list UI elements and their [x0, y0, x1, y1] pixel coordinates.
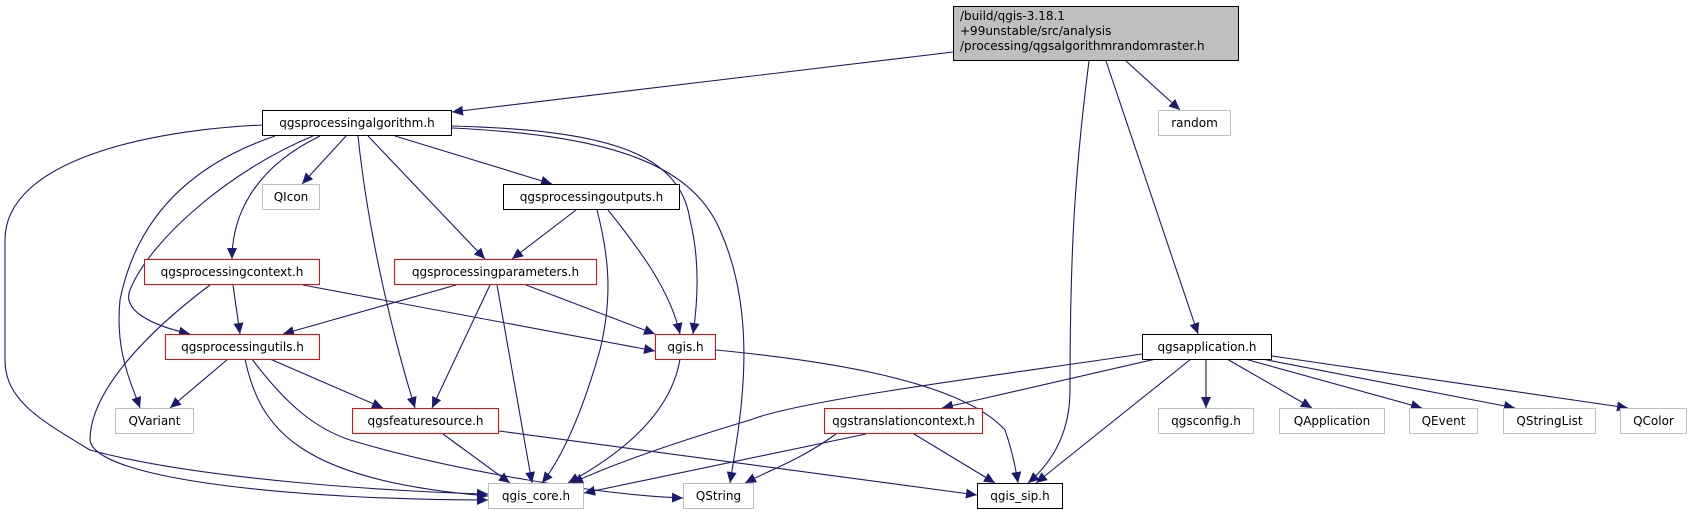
- node-qgis-core[interactable]: qgis_core.h: [488, 483, 584, 509]
- node-label: qgis.h: [667, 340, 704, 354]
- node-random[interactable]: random: [1158, 110, 1231, 136]
- edge-parameters-to-qgis-core: [496, 284, 536, 484]
- edge-application-to-qapplication: [1226, 358, 1313, 409]
- node-qgsconfig[interactable]: qgsconfig.h: [1158, 408, 1254, 434]
- edge-algorithm-to-qicon: [301, 135, 347, 185]
- node-label: QVariant: [128, 414, 181, 428]
- node-label: qgstranslationcontext.h: [832, 414, 975, 428]
- edge-translation-to-qgis-sip: [913, 433, 996, 484]
- edge-context-to-qgis-core: [89, 284, 489, 505]
- node-label: random: [1171, 116, 1218, 130]
- node-qstring[interactable]: QString: [683, 483, 754, 509]
- edge-root-to-random: [1125, 60, 1181, 111]
- node-translation[interactable]: qgstranslationcontext.h: [824, 408, 983, 434]
- edge-algorithm-to-parameters: [367, 135, 486, 260]
- node-label: qgsfeaturesource.h: [367, 414, 484, 428]
- edge-application-to-qcolor: [1271, 355, 1629, 412]
- node-label: QIcon: [273, 190, 309, 204]
- edge-utils-to-qvariant: [169, 358, 229, 409]
- node-label: QString: [695, 489, 742, 503]
- node-qgis-sip[interactable]: qgis_sip.h: [977, 483, 1063, 509]
- node-qgis[interactable]: qgis.h: [655, 334, 716, 360]
- edge-algorithm-to-qvariant: [118, 135, 276, 409]
- edge-utils-to-qgis-core: [244, 358, 489, 501]
- edge-outputs-to-parameters: [511, 209, 577, 260]
- node-qicon[interactable]: QIcon: [262, 184, 320, 210]
- node-label: QStringList: [1516, 414, 1583, 428]
- edge-algorithm-to-featuresource: [357, 135, 417, 409]
- node-context[interactable]: qgsprocessingcontext.h: [144, 259, 320, 285]
- edge-context-to-utils: [232, 284, 244, 335]
- edge-application-to-qevent: [1244, 358, 1423, 410]
- edge-utils-to-qstring: [251, 358, 684, 503]
- edge-qgis-to-qgis-sip: [715, 349, 1022, 484]
- root-path-line-1: /build/qgis-3.18.1: [960, 9, 1065, 23]
- node-label: qgsprocessingoutputs.h: [519, 190, 664, 204]
- edge-root-to-qgis-sip: [1027, 60, 1090, 484]
- node-qvariant[interactable]: QVariant: [115, 408, 194, 434]
- node-qcolor[interactable]: QColor: [1620, 408, 1687, 434]
- node-algorithm[interactable]: qgsprocessingalgorithm.h: [262, 110, 452, 136]
- edge-context-to-qgis: [302, 284, 656, 354]
- edge-qgis-to-qgis-core: [567, 358, 681, 484]
- root-path-line-2: +99unstable/src/analysis: [960, 24, 1112, 38]
- edge-algorithm-to-qstring: [451, 127, 745, 484]
- node-label: qgsconfig.h: [1171, 414, 1241, 428]
- node-qapplication[interactable]: QApplication: [1279, 408, 1385, 434]
- node-label: qgis_sip.h: [990, 489, 1050, 503]
- node-parameters[interactable]: qgsprocessingparameters.h: [394, 259, 597, 285]
- edge-algorithm-to-utils: [128, 135, 314, 337]
- edge-application-to-qgis-core: [571, 353, 1143, 484]
- node-label: QApplication: [1293, 414, 1371, 428]
- edge-parameters-to-utils: [282, 284, 457, 336]
- edge-parameters-to-featuresource: [431, 284, 491, 409]
- edge-outputs-to-qgis-core: [541, 209, 609, 484]
- edge-application-to-qgis-sip: [1035, 358, 1192, 484]
- edge-featuresource-to-qgis-sip: [498, 430, 978, 499]
- edge-root-to-application: [1105, 60, 1200, 335]
- node-featuresource[interactable]: qgsfeaturesource.h: [352, 408, 499, 434]
- node-label: QEvent: [1421, 414, 1466, 428]
- edge-algorithm-to-qgis: [451, 125, 700, 335]
- edge-algorithm-to-context: [227, 135, 321, 260]
- root-path-line-3: /processing/qgsalgorithmrandomraster.h: [960, 39, 1205, 53]
- node-label: QColor: [1633, 414, 1674, 428]
- edge-outputs-to-qgis: [607, 209, 683, 335]
- edge-application-to-qstringlist: [1261, 358, 1516, 411]
- node-label: qgis_core.h: [501, 489, 571, 503]
- node-label: qgsprocessingutils.h: [181, 340, 304, 354]
- edge-translation-to-qgis-core: [583, 433, 867, 496]
- node-root-file[interactable]: /build/qgis-3.18.1 +99unstable/src/analy…: [953, 6, 1239, 61]
- edge-algorithm-to-qgis-core: [4, 124, 489, 499]
- edge-algorithm-to-outputs: [394, 135, 553, 186]
- node-qstringlist[interactable]: QStringList: [1503, 408, 1596, 434]
- edge-application-to-translation: [941, 358, 1157, 411]
- node-application[interactable]: qgsapplication.h: [1142, 334, 1272, 360]
- edge-utils-to-featuresource: [269, 358, 384, 409]
- edge-translation-to-qstring: [744, 433, 837, 484]
- node-outputs[interactable]: qgsprocessingoutputs.h: [503, 184, 680, 210]
- node-label: qgsprocessingalgorithm.h: [279, 116, 435, 130]
- node-utils[interactable]: qgsprocessingutils.h: [165, 334, 320, 360]
- node-label: qgsprocessingcontext.h: [160, 265, 304, 279]
- edge-parameters-to-qgis: [525, 284, 656, 335]
- node-label: qgsapplication.h: [1157, 340, 1257, 354]
- edge-featuresource-to-qgis-core: [442, 433, 511, 484]
- node-qevent[interactable]: QEvent: [1409, 408, 1478, 434]
- edge-root-to-algorithm: [451, 51, 954, 116]
- node-label: qgsprocessingparameters.h: [411, 265, 580, 279]
